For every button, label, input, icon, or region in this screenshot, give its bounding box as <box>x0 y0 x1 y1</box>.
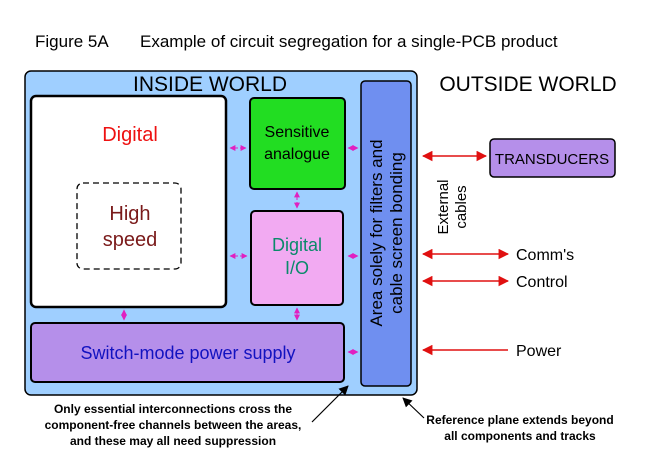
sensitive-label-line1: Sensitive <box>265 124 330 141</box>
comms-label: Comm's <box>516 247 574 264</box>
left-note-line1: Only essential interconnections cross th… <box>54 402 292 416</box>
inside-world-label: INSIDE WORLD <box>133 73 287 96</box>
high-speed-label-line1: High <box>109 203 150 225</box>
transducers-label: TRANSDUCERS <box>495 151 609 168</box>
right-note-pointer <box>402 397 425 419</box>
right-note-line1: Reference plane extends beyond <box>426 413 613 427</box>
figure-caption: Example of circuit segregation for a sin… <box>140 32 558 51</box>
external-cables-label-line1: External <box>435 179 452 234</box>
outside-world-label: OUTSIDE WORLD <box>439 73 616 96</box>
external-cables <box>421 150 510 356</box>
high-speed-label-line2: speed <box>103 229 158 251</box>
internal-interconnections <box>121 145 359 355</box>
left-note-pointer <box>311 385 349 423</box>
control-label: Control <box>516 274 568 291</box>
left-note-line3: and these may all need suppression <box>70 434 276 448</box>
high-speed-area <box>76 182 182 270</box>
power-label: Power <box>516 343 562 360</box>
left-note-line2: component-free channels between the area… <box>45 418 302 432</box>
filter-label-line1: Area solely for filters and <box>367 139 386 326</box>
filter-label-line2: cable screen bonding <box>387 152 406 314</box>
digital-io-label-line1: Digital <box>272 235 322 255</box>
digital-io-block <box>250 210 344 306</box>
figure-number: Figure 5A <box>35 32 109 51</box>
sensitive-label-line2: analogue <box>264 146 330 163</box>
filter-bonding-area <box>360 80 412 387</box>
digital-label: Digital <box>102 124 158 146</box>
right-note-line2: all components and tracks <box>444 429 596 443</box>
sensitive-analogue-block <box>249 97 346 190</box>
transducers-block <box>489 138 616 178</box>
digital-io-label-line2: I/O <box>285 258 309 278</box>
power-supply-label: Switch-mode power supply <box>80 343 295 363</box>
power-supply-block <box>30 322 345 383</box>
external-cables-label-line2: cables <box>453 185 470 228</box>
